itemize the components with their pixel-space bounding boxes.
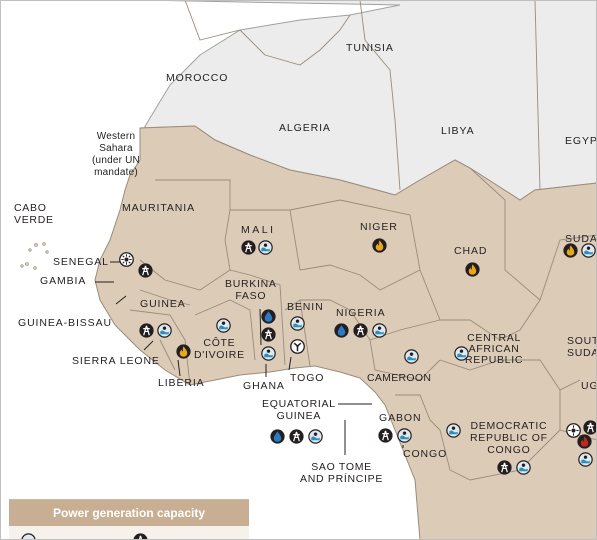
water-plant-icon <box>578 452 593 467</box>
country-label-south-sudan: SOUT SUDA <box>567 335 597 359</box>
leader-lines <box>95 261 404 455</box>
country-label-chad: CHAD <box>454 245 488 257</box>
wind-turbine-icon <box>290 339 305 354</box>
water-drop-icon <box>334 323 349 338</box>
water-plant-icon <box>446 423 461 438</box>
country-label-liberia: LIBERIA <box>158 377 205 389</box>
country-label-mauritania: MAURITANIA <box>122 202 195 214</box>
water-plant-icon <box>372 323 387 338</box>
grid-tower-icon <box>289 429 304 444</box>
water-plant-icon <box>290 316 305 331</box>
water-drop-icon <box>270 429 285 444</box>
country-label-guinea-bissau: GUINEA-BISSAU <box>18 317 112 329</box>
water-plant-icon <box>581 243 596 258</box>
grid-tower-icon <box>138 263 153 278</box>
gas-flame-icon <box>372 238 387 253</box>
water-plant-icon <box>258 240 273 255</box>
sun-icon <box>119 252 134 267</box>
country-label-sierra-leone: SIERRA LEONE <box>72 355 160 367</box>
country-label-cameroon: CAMEROON <box>367 372 432 384</box>
country-label-cote-divoire: CÔTE D'IVOIRE <box>194 337 245 361</box>
water-drop-icon <box>261 309 276 324</box>
sun-icon <box>566 423 581 438</box>
country-label-equatorial-guinea: EQUATORIAL GUINEA <box>262 398 336 422</box>
gas-flame-icon <box>563 243 578 258</box>
water-plant-icon <box>397 428 412 443</box>
water-plant-icon <box>454 346 469 361</box>
grid-tower-icon <box>139 323 154 338</box>
country-label-gambia: GAMBIA <box>40 275 87 287</box>
cabo-verde-islands <box>20 242 49 270</box>
grid-tower-icon <box>261 327 276 342</box>
water-plant-icon <box>21 533 36 540</box>
country-label-sao-tome: SAO TOME AND PRÍNCIPE <box>300 461 384 485</box>
grid-tower-icon <box>133 533 148 540</box>
grid-tower-icon <box>497 460 512 475</box>
grid-tower-icon <box>583 420 597 435</box>
country-label-nigeria: NIGERIA <box>336 307 386 319</box>
country-label-ghana: GHANA <box>243 380 285 392</box>
country-label-benin: BENIN <box>287 301 324 313</box>
gas-flame-icon <box>465 262 480 277</box>
country-label-algeria: ALGERIA <box>279 122 331 134</box>
country-label-libya: LIBYA <box>441 125 475 137</box>
country-label-central-african-republic: CENTRAL AFRICAN REPUBLIC <box>465 332 524 366</box>
country-label-egypt: EGYP <box>565 135 597 147</box>
country-label-guinea: GUINEA <box>140 298 186 310</box>
gas-flame-red-icon <box>577 434 592 449</box>
water-plant-icon <box>157 323 172 338</box>
water-plant-icon <box>261 346 276 361</box>
country-label-niger: NIGER <box>360 221 398 233</box>
country-label-cabo-verde: CABO VERDE <box>14 202 54 226</box>
country-label-togo: TOGO <box>290 372 325 384</box>
country-label-senegal: SENEGAL <box>53 256 109 268</box>
country-label-western-sahara: Western Sahara (under UN mandate) <box>92 131 140 178</box>
legend-title: Power generation capacity <box>9 500 249 526</box>
legend: Power generation capacity <box>9 499 249 540</box>
water-plant-icon <box>404 349 419 364</box>
gas-flame-icon <box>176 344 191 359</box>
water-plant-icon <box>216 318 231 333</box>
water-plant-icon <box>308 429 323 444</box>
country-label-drc: DEMOCRATIC REPUBLIC OF CONGO <box>470 420 548 456</box>
country-label-congo: CONGO <box>403 448 448 460</box>
grid-tower-icon <box>241 240 256 255</box>
grid-tower-icon <box>378 428 393 443</box>
country-label-mali: MALI <box>241 224 276 236</box>
country-label-sudan: SUDA <box>565 233 597 245</box>
country-label-burkina-faso: BURKINA FASO <box>225 278 277 302</box>
country-label-tunisia: TUNISIA <box>346 42 394 54</box>
water-plant-icon <box>516 460 531 475</box>
grid-tower-icon <box>353 323 368 338</box>
country-label-gabon: GABON <box>379 412 422 424</box>
country-label-morocco: MOROCCO <box>166 72 229 84</box>
country-label-uganda: UG <box>581 380 597 392</box>
